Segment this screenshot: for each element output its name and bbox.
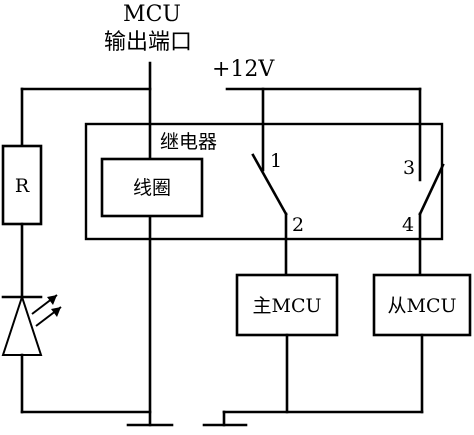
led-diode-symbol bbox=[1, 293, 43, 356]
led-light-arrows-icon bbox=[31, 294, 62, 327]
relay-label: 继电器 bbox=[160, 131, 217, 153]
switch2-contact-arm bbox=[418, 163, 445, 216]
resistor bbox=[1, 144, 43, 226]
mcu-port-label-line2: 输出端口 bbox=[104, 30, 192, 55]
supply-voltage-label: +12V bbox=[212, 57, 275, 82]
slave-mcu-label: 从MCU bbox=[387, 295, 456, 317]
mcu-port-label-line1: MCU bbox=[123, 2, 181, 27]
terminal-4-label: 4 bbox=[402, 214, 414, 236]
terminal-1-label: 1 bbox=[270, 150, 282, 172]
resistor-label: R bbox=[15, 175, 30, 197]
terminal-2-label: 2 bbox=[292, 214, 304, 236]
main-mcu-box bbox=[235, 273, 339, 337]
terminal-3-label: 3 bbox=[403, 157, 415, 179]
relay-coil bbox=[100, 157, 204, 218]
switch1-contact-arm bbox=[251, 153, 288, 216]
coil-label: 线圈 bbox=[133, 177, 171, 199]
main-mcu-label: 主MCU bbox=[252, 295, 321, 317]
